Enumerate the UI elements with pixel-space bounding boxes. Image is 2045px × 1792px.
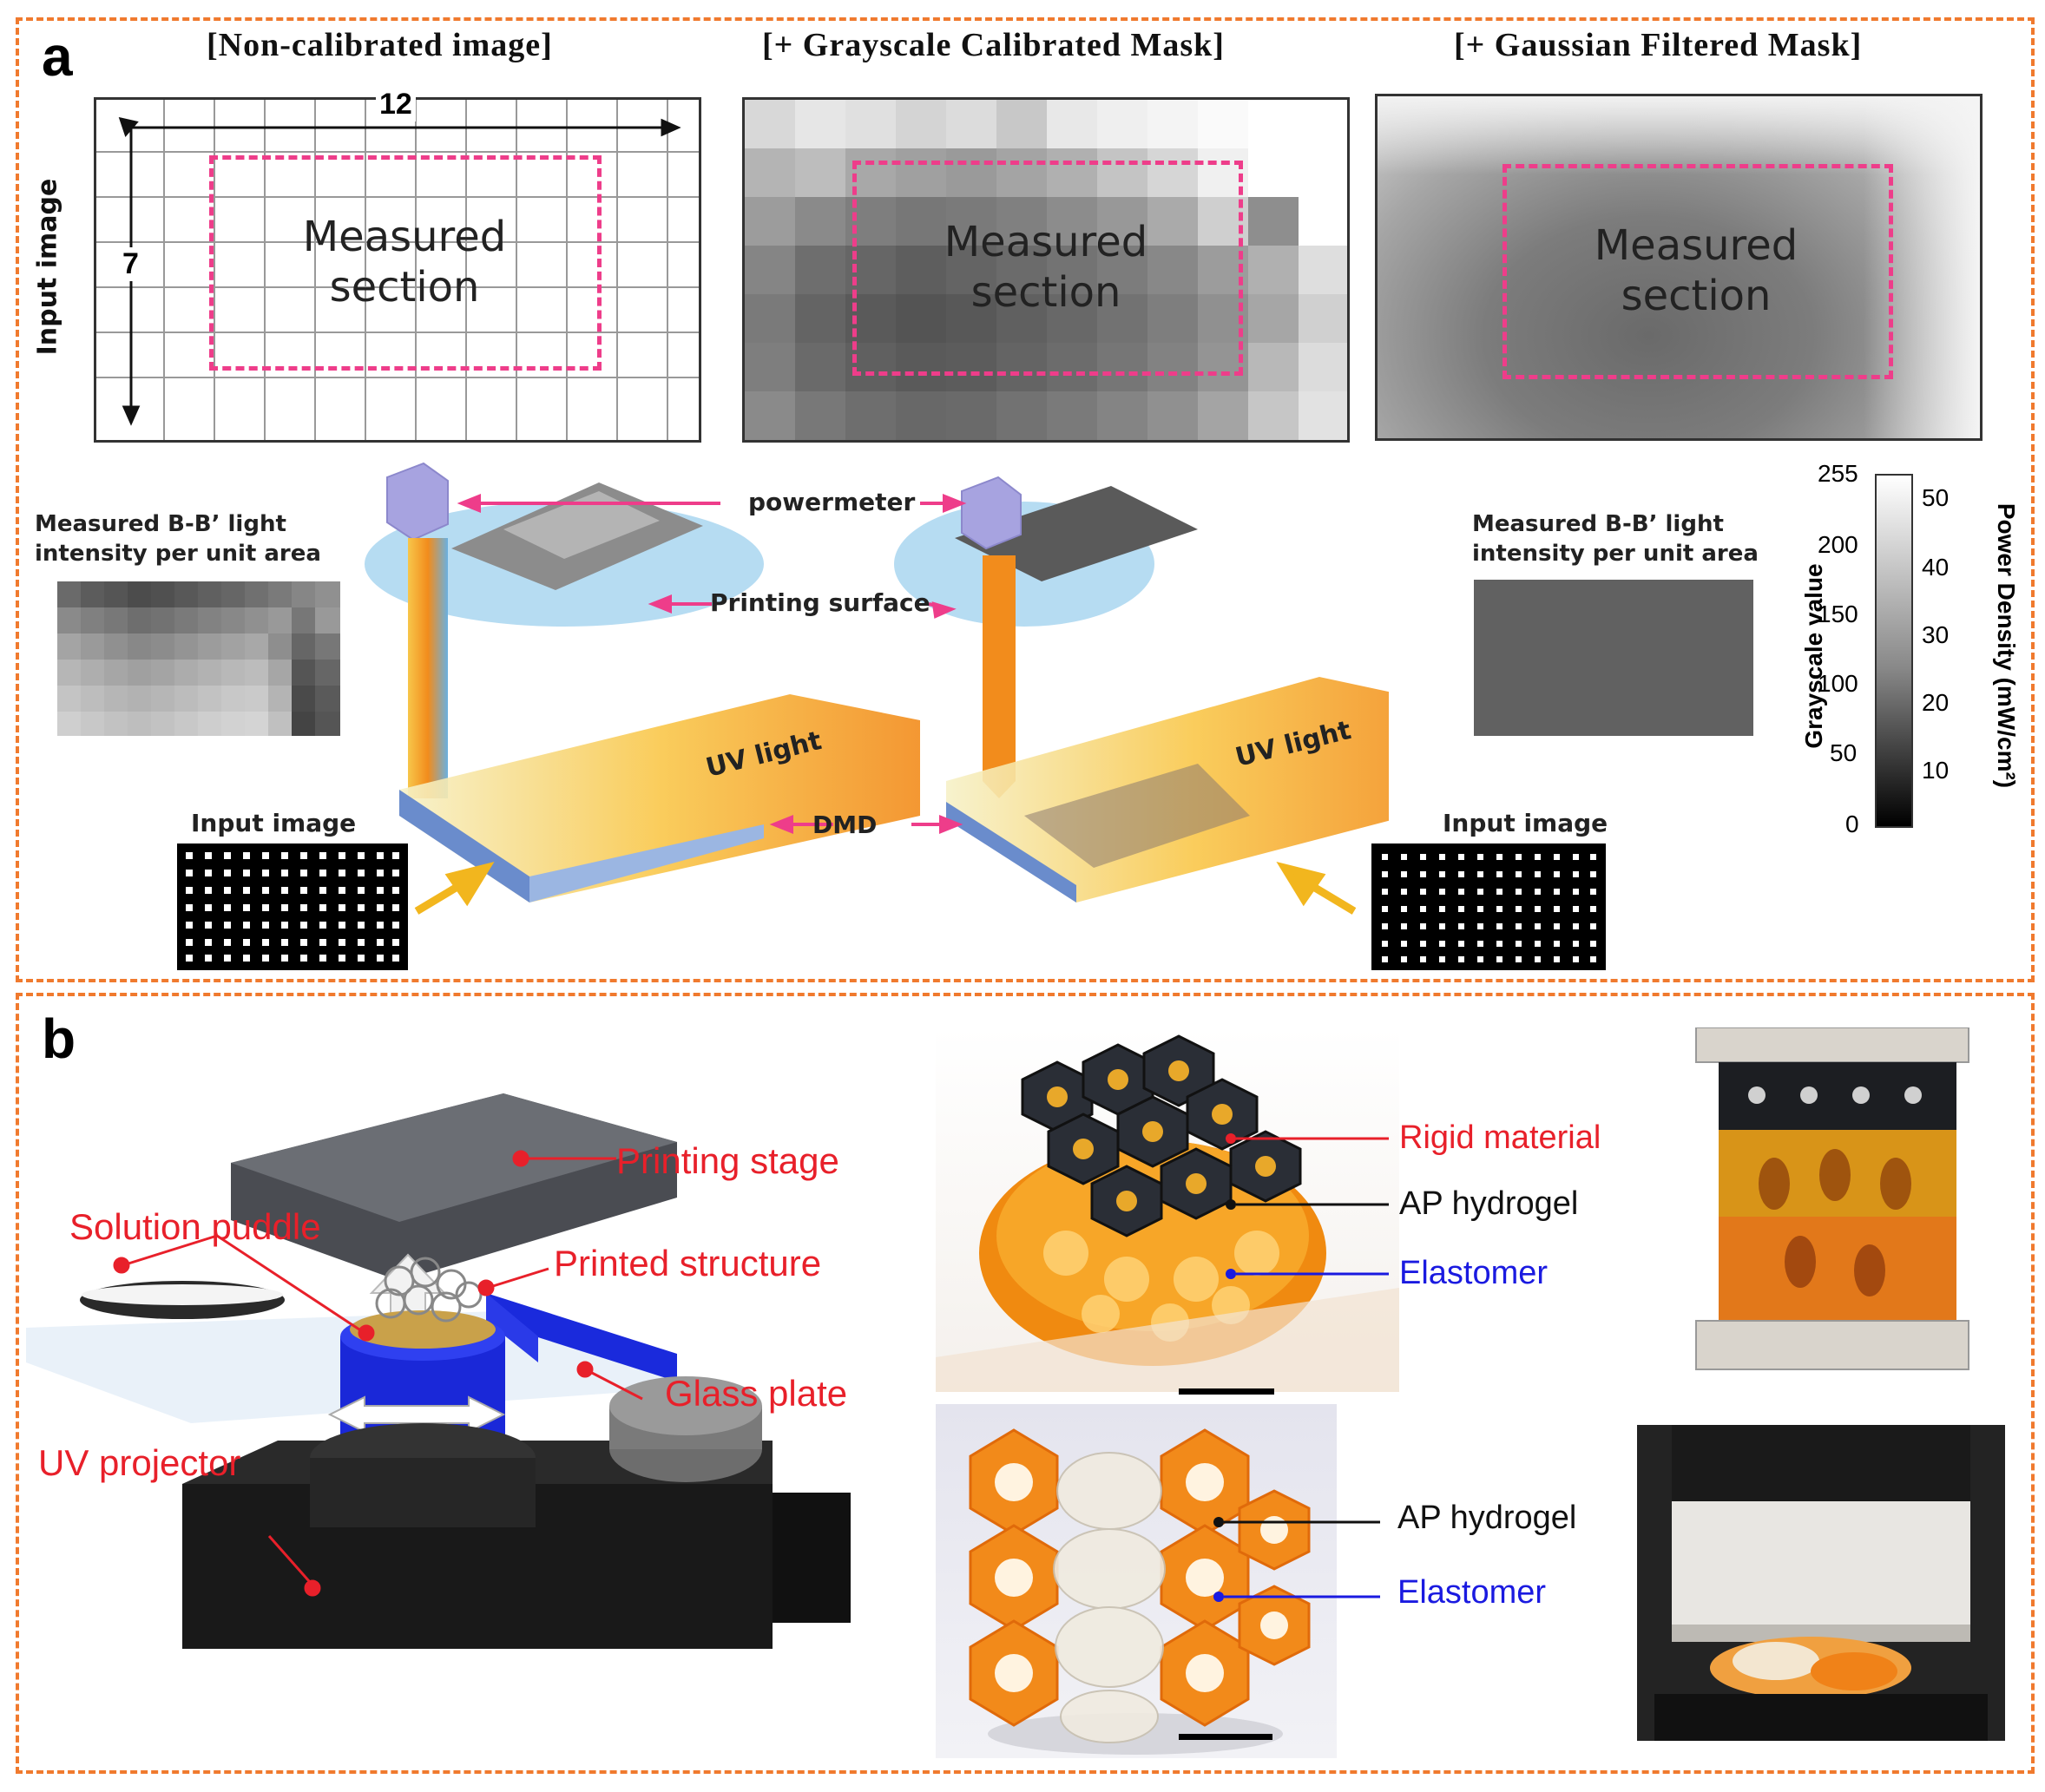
elastomer-label-1: Elastomer — [1399, 1255, 1549, 1291]
uv-beam-left — [408, 538, 448, 798]
photo-hydrogel-elastomer-lattice — [936, 1404, 1337, 1758]
power-tick-10: 10 — [1922, 757, 1950, 784]
gaussian-filtered-mask: Measured section — [1375, 94, 1983, 441]
non-calibrated-grid: 12 7 Measured section — [94, 88, 701, 443]
input-image-label-right: Input image — [1443, 809, 1608, 837]
title-gaussian-filtered: [+ Gaussian Filtered Mask] — [1454, 27, 1863, 63]
input-image-label-left: Input image — [191, 809, 357, 837]
grayscale-calibrated-mask: Measured section — [742, 97, 1350, 443]
power-tick-50: 50 — [1922, 484, 1950, 511]
dim-height-label: 7 — [122, 247, 139, 281]
gray-tick-0: 0 — [1845, 811, 1859, 837]
solution-puddle-label: Solution puddle — [69, 1206, 321, 1247]
dmd-label: DMD — [812, 811, 878, 839]
scale-bar-2 — [1179, 1734, 1272, 1740]
elastomer-label-2: Elastomer — [1397, 1574, 1547, 1611]
glass-plate-label: Glass plate — [665, 1373, 848, 1414]
printed-lattice — [375, 1257, 483, 1323]
photo-compression-2 — [1637, 1425, 2005, 1741]
scale-bar-1 — [1179, 1388, 1274, 1395]
callout-lines-photo-3 — [1213, 1517, 1380, 1602]
measured-section-label-3: Measured section — [1594, 221, 1798, 320]
title-grayscale-calibrated: [+ Grayscale Calibrated Mask] — [762, 27, 1225, 63]
photo-compression-1 — [1687, 1027, 2000, 1373]
uv-slab-left — [399, 694, 920, 903]
dim-width-label: 12 — [376, 88, 416, 121]
powermeter-label: powermeter — [748, 488, 916, 516]
rigid-material-label: Rigid material — [1399, 1119, 1601, 1156]
measured-section-label-1: Measured section — [302, 213, 507, 312]
photo-multimaterial-lattice — [936, 1027, 1399, 1392]
measured-bb-label-right: Measured B-B’ light intensity per unit a… — [1472, 511, 1759, 567]
gray-tick-255: 255 — [1818, 460, 1858, 487]
measured-section-box-3 — [1503, 164, 1893, 379]
input-dot-grid-right — [1371, 843, 1606, 970]
panel-a-letter: a — [42, 25, 73, 88]
power-density-axis-label: Power Density (mW/cm²) — [1993, 502, 2020, 789]
ap-hydrogel-label-1: AP hydrogel — [1399, 1185, 1579, 1222]
panel-a-frame — [16, 17, 2035, 982]
title-non-calibrated: [Non-calibrated image] — [207, 27, 553, 63]
power-tick-30: 30 — [1922, 621, 1950, 648]
printing-stage-label: Printing stage — [616, 1140, 839, 1181]
powermeter-left — [386, 462, 449, 542]
power-tick-40: 40 — [1922, 554, 1950, 581]
callout-lines-photo-1 — [1226, 1133, 1389, 1279]
power-tick-20: 20 — [1922, 689, 1950, 716]
input-image-side-label: Input image — [32, 178, 63, 356]
grayscale-axis-label: Grayscale value — [1800, 563, 1827, 749]
measured-section-box-1 — [209, 155, 602, 371]
measured-bb-mosaic-left — [57, 581, 340, 736]
panel-b-frame — [16, 993, 2035, 1774]
gray-tick-50: 50 — [1830, 739, 1858, 766]
lattice-drawing — [936, 1034, 1399, 1392]
colorbar-strip — [1875, 474, 1913, 828]
uv-projector-label: UV projector — [38, 1442, 241, 1483]
printed-structure-label: Printed structure — [554, 1243, 822, 1283]
uv-beam-right — [983, 555, 1016, 798]
printing-surface-label: Printing surface — [710, 588, 930, 617]
gray-tick-150: 150 — [1818, 601, 1858, 627]
measured-section-label-2: Measured section — [944, 218, 1148, 317]
measured-bb-label-left: Measured B-B’ light intensity per unit a… — [35, 511, 321, 567]
panel-b-letter: b — [42, 1008, 76, 1070]
input-dot-grid-left — [177, 843, 408, 970]
gray-tick-100: 100 — [1818, 670, 1858, 697]
measured-bb-uniform-right — [1474, 580, 1753, 736]
printer-illustration — [26, 1093, 851, 1649]
dmd-optics-illustration — [365, 462, 1389, 915]
measured-section-box-2 — [852, 161, 1243, 376]
powermeter-right — [961, 476, 1022, 550]
slide-arrow — [327, 1395, 506, 1434]
ap-hydrogel-label-2: AP hydrogel — [1397, 1500, 1577, 1536]
gaussian-right-fade — [1864, 96, 1980, 438]
gray-tick-200: 200 — [1818, 531, 1858, 558]
